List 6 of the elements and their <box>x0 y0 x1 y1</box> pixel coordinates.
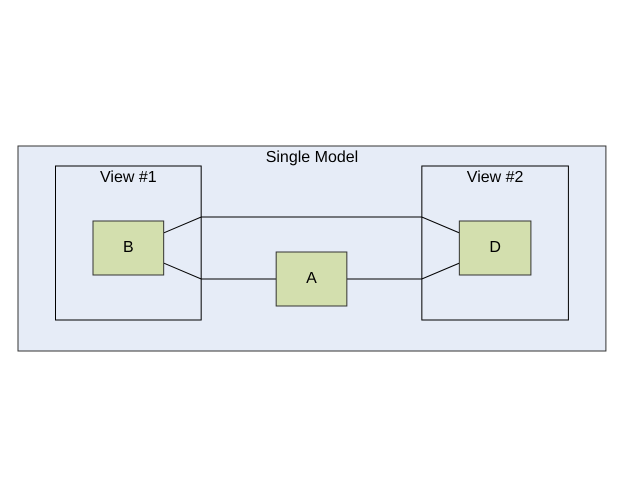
connector <box>346 262 460 280</box>
node-box: A <box>275 252 347 306</box>
node-box: D <box>458 220 531 276</box>
node-box: B <box>92 220 164 276</box>
connector <box>162 262 276 280</box>
connector <box>162 216 460 234</box>
